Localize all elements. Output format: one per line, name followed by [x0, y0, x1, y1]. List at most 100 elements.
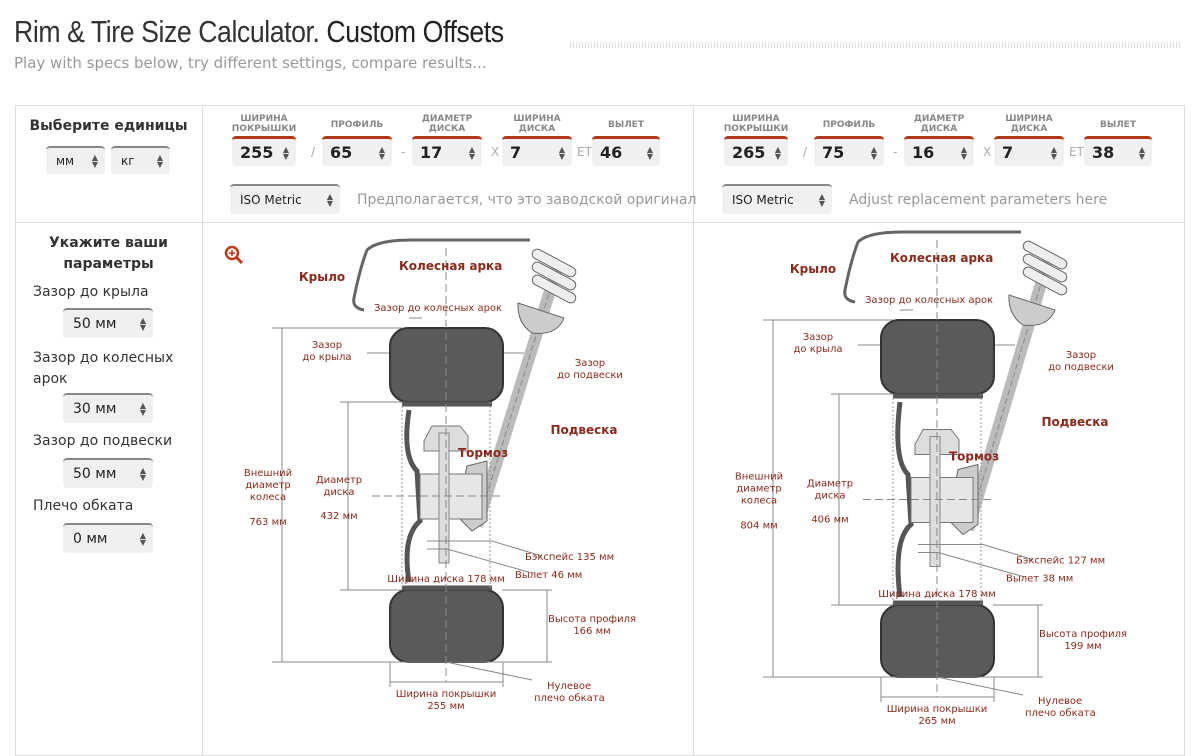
updown-icon: ▲▼	[960, 144, 967, 161]
separator: X	[491, 145, 500, 159]
diagram-label: до крыла	[302, 352, 351, 363]
rim-width-value: Ширина диска 178 мм	[878, 589, 996, 600]
outer-diameter-value: 763 мм	[249, 517, 286, 528]
replacement-hint: Adjust replacement parameters here	[849, 192, 1108, 208]
diagram-label: Зазор	[1066, 350, 1096, 361]
offset-value: Вылет 46 мм	[515, 570, 582, 581]
divider	[693, 105, 694, 756]
diagram-label: Диаметр	[316, 475, 362, 486]
separator: ET	[1069, 145, 1084, 159]
original-standard-select[interactable]: ISO Metric▲▼	[230, 184, 340, 214]
diagram-label: колеса	[741, 496, 777, 507]
rim-shape	[402, 401, 492, 591]
diagram-label: Ширина покрышки	[887, 704, 988, 715]
label-tire_width: ШИРИНА ПОКРЫШКИ	[723, 114, 789, 134]
replacement-profile-select[interactable]: 75▲▼	[814, 136, 884, 166]
divider	[202, 105, 203, 756]
replacement-tire_width-select[interactable]: 265▲▼	[724, 136, 788, 166]
updown-icon: ▲▼	[139, 401, 146, 417]
updown-icon: ▲▼	[326, 192, 333, 208]
diagram-label: Зазор до колесных арок	[374, 303, 502, 314]
diagram-label: диаметр	[245, 480, 290, 491]
label-offset: ВЫЛЕТ	[1100, 120, 1136, 130]
divider	[15, 222, 1185, 223]
diagram-label: диска	[814, 491, 845, 502]
title-rule	[570, 42, 1182, 48]
diagram-label: диска	[323, 487, 354, 498]
backspace-value: Бэкспейс 135 мм	[525, 552, 614, 563]
replacement-rim_width-select[interactable]: 7▲▼	[994, 136, 1064, 166]
diagram-label: Ширина покрышки	[396, 689, 497, 700]
diagram-label: Нулевое	[1038, 696, 1082, 707]
updown-icon: ▲▼	[870, 144, 877, 161]
fender-shape	[352, 238, 530, 312]
updown-icon: ▲▼	[558, 144, 565, 161]
separator: X	[983, 145, 992, 159]
params-heading: Укажите ваши параметры	[49, 235, 168, 272]
diagram-label: Тормоз	[458, 446, 508, 460]
weight-unit-select[interactable]: кг▲▼	[111, 146, 170, 174]
diagram-label: Колесная арка	[890, 251, 993, 265]
diagram-label: Высота профиля	[1039, 629, 1127, 640]
scrub-radius-label: Плечо обката	[33, 498, 134, 514]
diagram-label: до подвески	[557, 370, 623, 381]
replacement-offset-select[interactable]: 38▲▼	[1084, 136, 1152, 166]
original-tire_width-select[interactable]: 255▲▼	[232, 136, 296, 166]
diagram-label: плечо обката	[534, 693, 605, 704]
label-profile: ПРОФИЛЬ	[330, 120, 384, 130]
diagram-label: Тормоз	[949, 450, 999, 464]
updown-icon: ▲▼	[1050, 144, 1057, 161]
replacement-rim_diameter-select[interactable]: 16▲▼	[904, 136, 974, 166]
label-offset: ВЫЛЕТ	[608, 120, 644, 130]
diagram-label: колеса	[250, 492, 286, 503]
scrub-radius-select[interactable]: 0 мм▲▼	[63, 523, 153, 553]
fender-gap-select[interactable]: 50 мм▲▼	[63, 308, 153, 338]
diagram-label: Нулевое	[547, 681, 591, 692]
rim-diameter-value: 432 мм	[320, 511, 357, 522]
updown-icon: ▲▼	[378, 144, 385, 161]
rim-shape	[893, 393, 983, 606]
diagram-label: плечо обката	[1025, 708, 1096, 719]
tire-width-value: 255 мм	[427, 701, 464, 712]
label-rim_diameter: ДИАМЕТР ДИСКА	[913, 114, 965, 134]
suspension-gap-select[interactable]: 50 мм▲▼	[63, 458, 153, 488]
separator: /	[311, 145, 316, 159]
updown-icon: ▲▼	[1138, 144, 1145, 161]
offset-value: Вылет 38 мм	[1006, 574, 1073, 585]
diagram-label: Подвеска	[1041, 415, 1108, 429]
original-rim_width-select[interactable]: 7▲▼	[502, 136, 572, 166]
rim-diameter-value: 406 мм	[811, 515, 848, 526]
diagram-label: Зазор	[575, 358, 605, 369]
replacement-standard-select[interactable]: ISO Metric▲▼	[722, 184, 832, 214]
rim-width-value: Ширина диска 178 мм	[387, 574, 505, 585]
original-hint: Предполагается, что это заводской оригин…	[357, 192, 697, 208]
label-rim_diameter: ДИАМЕТР ДИСКА	[421, 114, 473, 134]
outer-diameter-value: 804 мм	[740, 521, 777, 532]
separator: ET	[577, 145, 592, 159]
updown-icon: ▲▼	[646, 144, 653, 161]
diagram-label: Высота профиля	[548, 614, 636, 625]
label-rim_width: ШИРИНА ДИСКА	[513, 114, 561, 134]
zoom-in-icon[interactable]	[224, 245, 244, 265]
arch-gap-select[interactable]: 30 мм▲▼	[63, 393, 153, 423]
length-unit-select[interactable]: мм▲▼	[46, 146, 105, 174]
page-subtitle: Play with specs below, try different set…	[14, 54, 487, 72]
original-offset-select[interactable]: 46▲▼	[592, 136, 660, 166]
dimension-lines	[272, 317, 552, 687]
diagram-label: до подвески	[1048, 362, 1114, 373]
diagram-label: Подвеска	[550, 423, 617, 437]
tire-width-value: 265 мм	[918, 716, 955, 727]
updown-icon: ▲▼	[156, 153, 163, 169]
updown-icon: ▲▼	[139, 531, 146, 547]
original-rim_diameter-select[interactable]: 17▲▼	[412, 136, 482, 166]
diagram-label: Крыло	[299, 270, 345, 284]
suspension-gap-label: Зазор до подвески	[33, 433, 173, 449]
arch-gap-label: Зазор до колесных арок	[33, 350, 174, 387]
updown-icon: ▲▼	[774, 144, 781, 161]
diagram-label: диаметр	[736, 484, 781, 495]
label-rim_width: ШИРИНА ДИСКА	[1005, 114, 1053, 134]
original-profile-select[interactable]: 65▲▼	[322, 136, 392, 166]
label-tire_width: ШИРИНА ПОКРЫШКИ	[231, 114, 297, 134]
